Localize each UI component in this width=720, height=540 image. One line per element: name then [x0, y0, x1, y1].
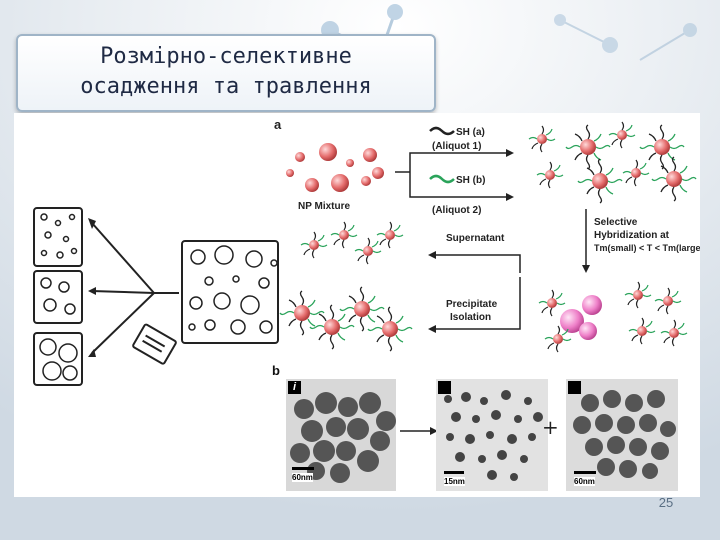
- content-panel: a NP Mixture SH (a) (Aliquot 1) SH (b) (…: [14, 113, 700, 497]
- precipitate-label-2: Isolation: [450, 312, 491, 323]
- scale-label-3: 60nm: [574, 477, 595, 486]
- panel-b-label: b: [272, 363, 280, 378]
- tem-image-1: i 60nm: [286, 379, 396, 491]
- selective-label-2: Hybridization at: [594, 230, 670, 241]
- reagent-b-label: SH (b): [456, 175, 485, 186]
- np-mixture-particles: [286, 143, 384, 192]
- marker-square-2: [438, 381, 451, 394]
- supernatant-particles: [300, 221, 404, 265]
- reagent-a-label: SH (a): [456, 127, 485, 138]
- scale-bar-3: [574, 471, 596, 474]
- precipitate-particles: [279, 286, 413, 352]
- figure-panel-a: a NP Mixture SH (a) (Aliquot 1) SH (b) (…: [274, 117, 700, 353]
- scale-bar-2: [444, 471, 464, 474]
- supernatant-label: Supernatant: [446, 233, 505, 244]
- precipitate-label-1: Precipitate: [446, 299, 498, 310]
- slide-title-box: Розмірно-селективне осадження та травлен…: [16, 34, 436, 112]
- marker-i: i: [288, 381, 301, 394]
- vial-large-particles: [33, 332, 83, 386]
- panel-b-arrow: [400, 427, 438, 435]
- mixture-beaker: [181, 240, 279, 344]
- marker-square-3: [568, 381, 581, 394]
- page-number: 25: [658, 495, 674, 510]
- selective-label-3: Tm(small) < T < Tm(large): [594, 243, 700, 253]
- tem-image-2: 15nm: [436, 379, 548, 491]
- selective-label-1: Selective: [594, 217, 638, 228]
- aliquot-1-label: (Aliquot 1): [432, 141, 481, 152]
- title-line-2: осадження та травлення: [80, 74, 372, 99]
- scale-label-1: 60nm: [292, 473, 313, 482]
- panel-a-label: a: [274, 117, 282, 132]
- tem-image-3: 60nm: [566, 379, 678, 491]
- functionalized-particles-top: [528, 121, 697, 204]
- vial-medium-particles: [33, 270, 83, 324]
- scale-label-2: 15nm: [444, 477, 465, 486]
- slide-title: Розмірно-селективне осадження та травлен…: [18, 42, 434, 102]
- title-line-1: Розмірно-селективне: [100, 44, 352, 69]
- vial-small-particles: [33, 207, 83, 267]
- scale-bar-1: [292, 467, 314, 470]
- np-mixture-label: NP Mixture: [298, 201, 350, 212]
- hybridized-particles: [538, 281, 688, 353]
- size-selective-beaker-diagram: [33, 207, 279, 386]
- aliquot-2-label: (Aliquot 2): [432, 205, 481, 216]
- plus-sign: +: [542, 415, 559, 439]
